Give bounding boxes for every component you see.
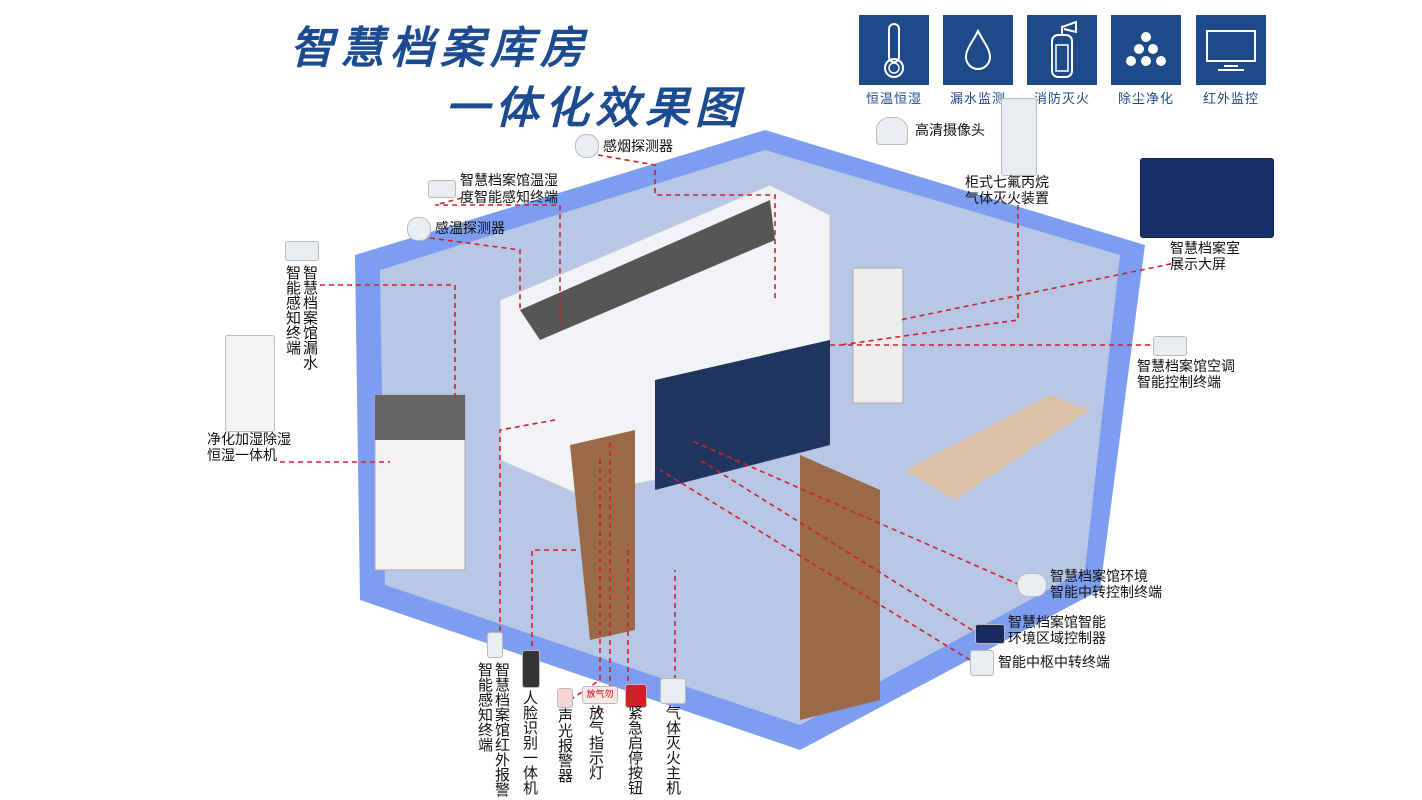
gas-cabinet-icon — [1001, 98, 1037, 176]
label-screen-2: 展示大屏 — [1170, 257, 1226, 273]
title-line1: 智慧档案库房 — [290, 23, 590, 74]
label-leak-col2: 智能感知终端 — [284, 265, 302, 355]
th-terminal-icon — [428, 180, 456, 198]
ir-sensor-icon — [487, 632, 503, 658]
leader-lines — [280, 154, 1181, 701]
dust-particles-icon — [1126, 32, 1166, 66]
door-right — [800, 455, 880, 720]
shelf-display-panel — [655, 340, 830, 490]
desk — [905, 395, 1090, 500]
gas-cabinet-in-room — [852, 267, 904, 404]
door-left — [570, 430, 635, 640]
label-temp-detector: 感温探测器 — [435, 221, 505, 237]
label-camera: 高清摄像头 — [915, 123, 985, 139]
alarm-icon — [557, 688, 573, 708]
label-smoke-detector: 感烟探测器 — [603, 139, 673, 155]
feature-label: 漏水监测 — [949, 92, 1006, 107]
label-face-recognition: 人脸识别一体机 — [521, 690, 539, 795]
label-th-terminal-1: 智慧档案馆温湿 — [460, 173, 558, 189]
label-ir-col1: 智慧档案馆红外报警 — [493, 662, 511, 797]
fire-extinguisher-icon — [1051, 20, 1077, 78]
label-zone-controller-2: 环境区域控制器 — [1008, 631, 1106, 647]
label-ir-col2: 智能感知终端 — [476, 662, 494, 752]
feature-dust: 除尘净化 — [1111, 15, 1181, 107]
purifier-icon — [225, 335, 275, 432]
gas-host-icon — [660, 678, 686, 704]
display-screen-icon — [1140, 158, 1274, 238]
shelf-top-cable-tray — [520, 200, 775, 340]
label-ac-1: 智慧档案馆空调 — [1137, 359, 1235, 375]
zone-controller-icon — [975, 624, 1005, 644]
feature-fire: 消防灭火 — [1027, 15, 1097, 107]
label-gas-cabinet-2: 气体灭火装置 — [965, 191, 1049, 207]
smoke-detector-icon — [575, 134, 599, 158]
label-gas-cabinet-1: 柜式七氟丙烷 — [965, 175, 1049, 191]
feature-label: 除尘净化 — [1117, 92, 1174, 107]
label-purifier-2: 恒湿一体机 — [207, 448, 277, 464]
label-th-terminal-2: 度智能感知终端 — [460, 190, 558, 206]
leak-terminal-icon — [285, 241, 319, 261]
ac-terminal-icon — [1153, 336, 1187, 356]
label-alarm: 声光报警器 — [556, 708, 574, 783]
label-estop: 紧急启停按钮 — [626, 705, 644, 795]
label-env-relay-1: 智慧档案馆环境 — [1050, 569, 1148, 585]
estop-button-icon — [625, 684, 647, 708]
feature-label: 消防灭火 — [1033, 92, 1090, 107]
label-gas-host: 气体灭火主机 — [664, 705, 682, 795]
monitor-icon — [1206, 30, 1256, 71]
label-hub-terminal: 智能中枢中转终端 — [998, 655, 1110, 671]
label-env-relay-2: 智能中转控制终端 — [1050, 585, 1162, 601]
label-purifier-1: 净化加湿除湿 — [207, 432, 291, 448]
label-ac-2: 智能控制终端 — [1137, 375, 1221, 391]
feature-label: 红外监控 — [1202, 92, 1259, 107]
water-drop-icon — [964, 28, 992, 70]
env-relay-icon — [1017, 573, 1047, 597]
feature-thermostat: 恒温恒湿 — [859, 15, 929, 107]
face-recognition-icon — [522, 650, 540, 688]
label-leak-col1: 智慧档案馆漏水 — [301, 265, 319, 370]
thermometer-icon — [884, 23, 904, 78]
label-screen-1: 智慧档案室 — [1170, 241, 1240, 257]
purifier-top — [375, 395, 465, 440]
label-zone-controller-1: 智慧档案馆智能 — [1008, 615, 1106, 631]
title-line2: 一体化效果图 — [445, 83, 745, 134]
feature-label: 恒温恒湿 — [865, 92, 922, 107]
temp-detector-icon — [407, 217, 431, 241]
release-sign: 放气勿入 — [582, 686, 618, 716]
hub-terminal-icon — [970, 650, 994, 676]
feature-infrared: 红外监控 — [1196, 15, 1266, 107]
label-release-light: 放气指示灯 — [587, 705, 605, 780]
feature-leak: 漏水监测 — [943, 15, 1013, 107]
camera-icon — [876, 117, 908, 145]
